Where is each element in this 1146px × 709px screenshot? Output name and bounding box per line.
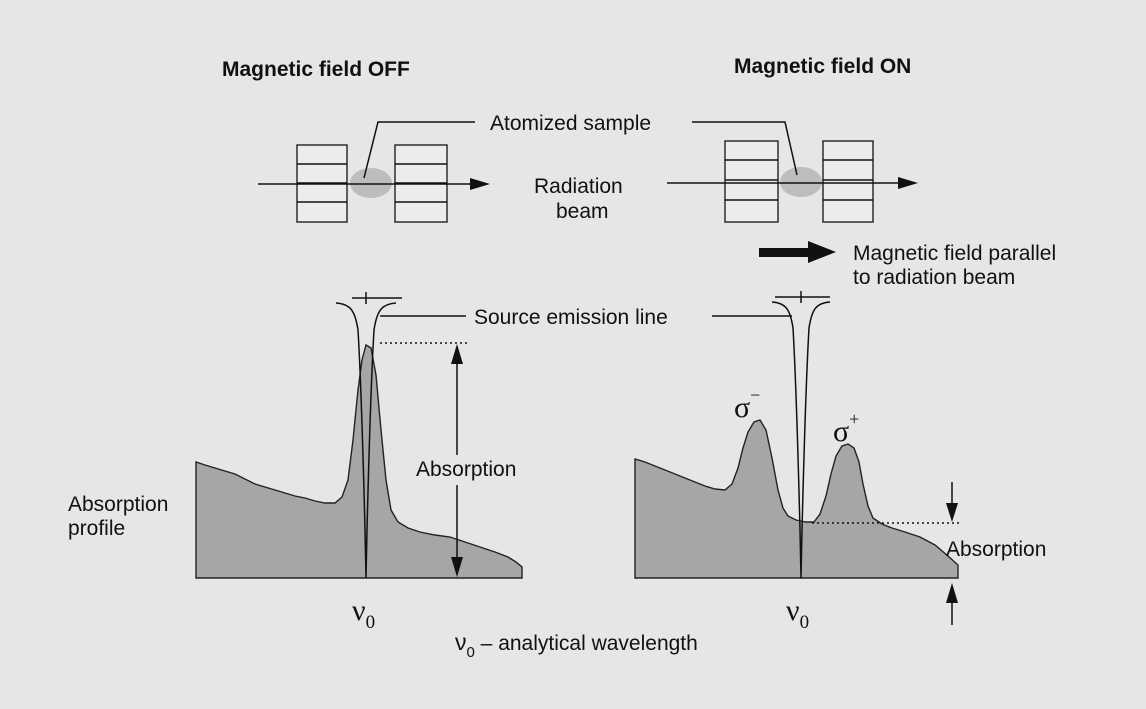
nu0-left-label: ν0 [352,594,375,633]
sigma-plus-label: σ+ [833,409,859,448]
header-field-off: Magnetic field OFF [222,58,410,81]
field-direction-arrow-shaft [759,248,811,257]
radiation-beam-label-line2: beam [556,200,609,223]
caption-analytical-wavelength: ν0 – analytical wavelength [455,629,698,661]
atomized-sample-label: Atomized sample [490,112,651,135]
right-source-emission-line [771,301,831,579]
right-apparatus [667,140,918,223]
left-beam-arrowhead [470,178,490,190]
left-absorption-arrow-down [451,557,463,577]
right-absorption-arrow-down [946,503,958,522]
source-emission-line-label: Source emission line [474,306,668,329]
left-absorption-label-bg [412,455,540,485]
right-absorption-label: Absorption [946,538,1046,561]
header-field-on: Magnetic field ON [734,55,911,78]
atomized-sample-leader-right [692,121,798,176]
radiation-beam-label-line1: Radiation [534,175,623,198]
atomized-sample-leader-left [363,121,475,179]
absorption-profile-label-line1: Absorption [68,493,168,516]
sigma-minus-label: σ− [734,385,760,424]
nu0-right-label: ν0 [786,594,809,633]
right-absorption-arrow-up [946,583,958,603]
right-absorption-profile [634,419,959,579]
right-sample-cloud [780,167,822,197]
left-absorption-arrow-up [451,344,463,364]
left-sample-cloud [350,168,392,198]
right-beam-arrowhead [898,177,918,189]
absorption-profile-label-line2: profile [68,517,125,540]
left-apparatus [258,144,490,223]
right-magnet-pole-1 [724,140,779,223]
field-direction-arrow-head [808,241,836,263]
field-parallel-label-line2: to radiation beam [853,266,1015,289]
left-source-emission-line [335,302,397,579]
right-magnet-pole-2 [822,140,874,223]
field-parallel-label-line1: Magnetic field parallel [853,242,1056,265]
left-absorption-label: Absorption [416,458,516,481]
